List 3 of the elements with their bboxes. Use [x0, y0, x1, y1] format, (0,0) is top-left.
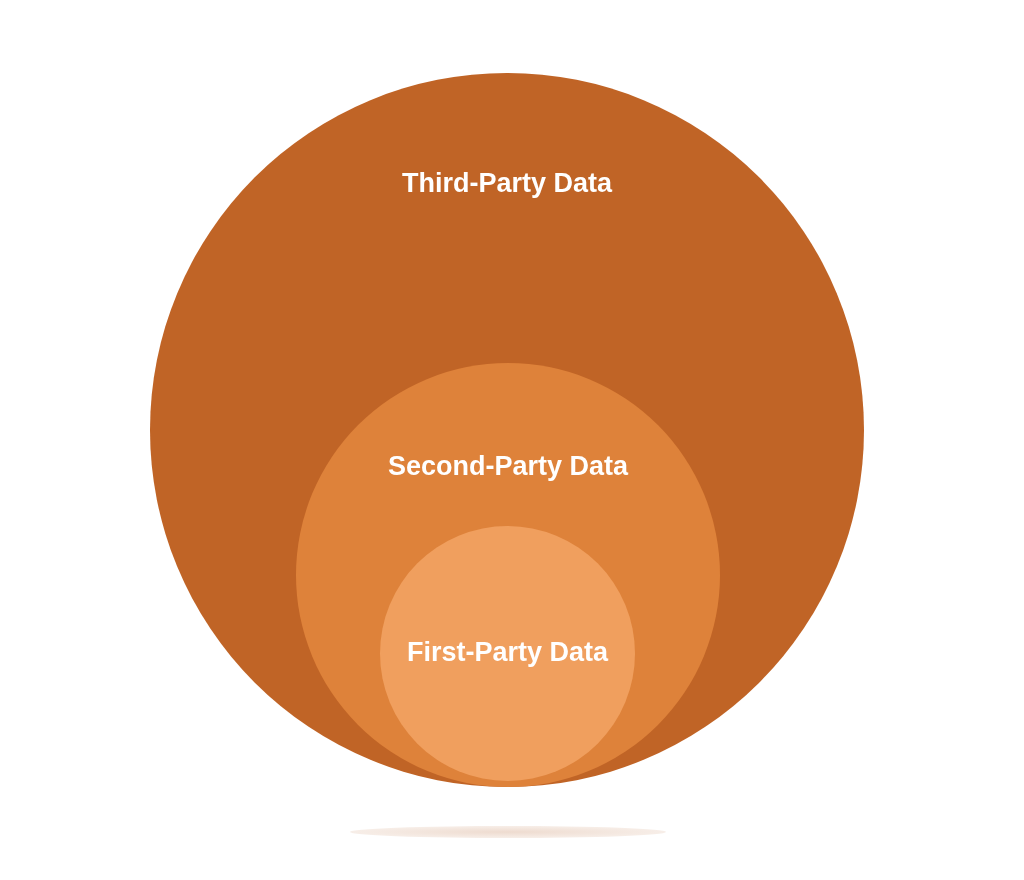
category-label: First-Party Data: [406, 636, 609, 669]
category-label: Second-Party Data: [387, 450, 629, 483]
category-label: Third-Party Data: [401, 167, 612, 200]
